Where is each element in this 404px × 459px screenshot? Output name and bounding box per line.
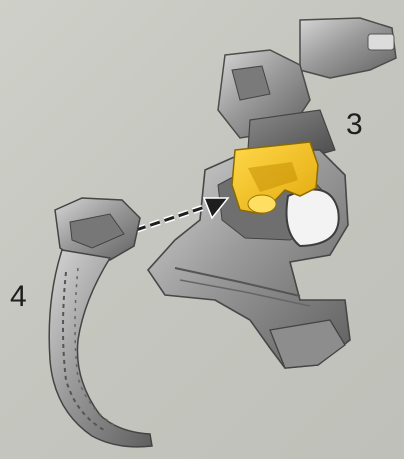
callout-label-4: 4 — [10, 282, 27, 312]
part-4-boot — [49, 198, 152, 447]
callout-label-3: 3 — [346, 110, 363, 140]
